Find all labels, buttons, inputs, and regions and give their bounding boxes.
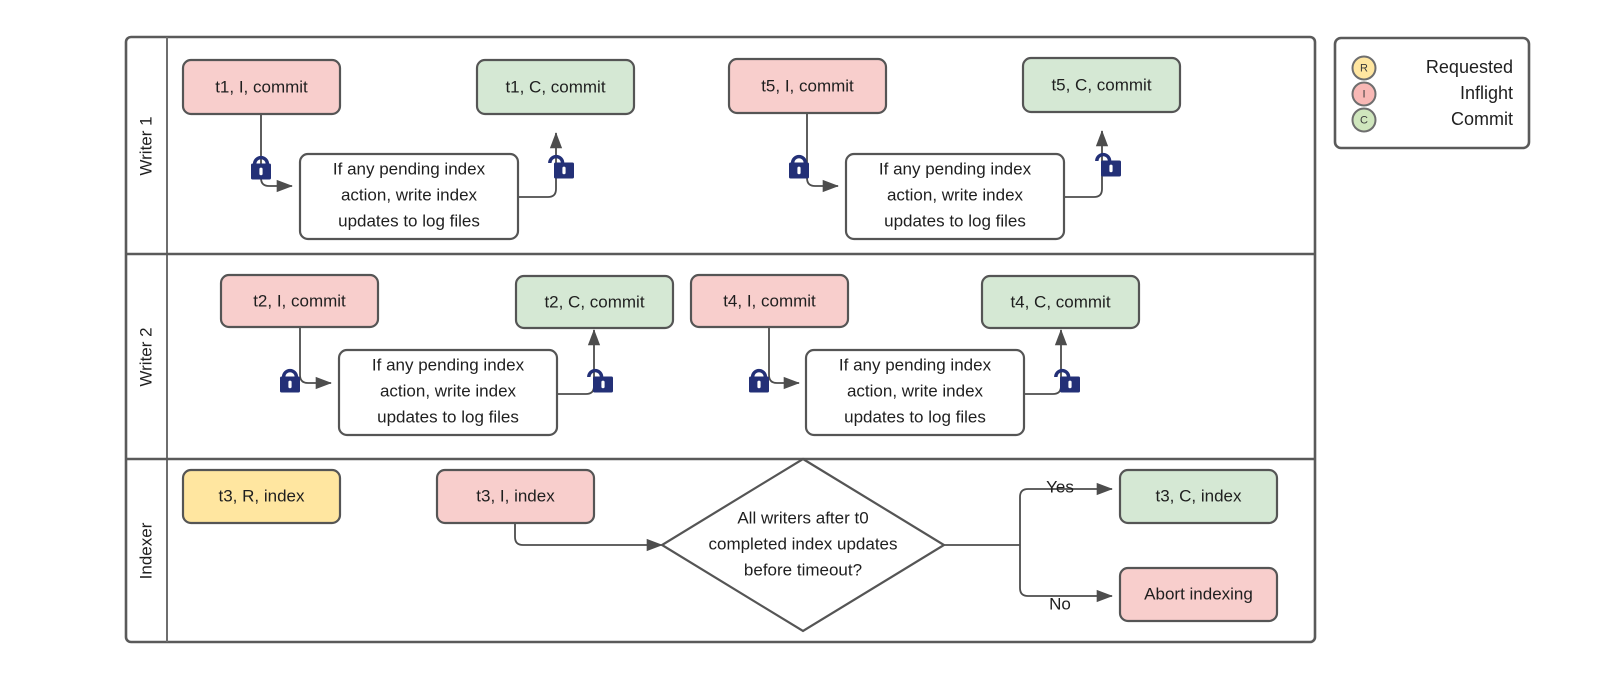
- node-label-line1: If any pending index: [372, 355, 525, 374]
- node-label-line3: updates to log files: [377, 407, 519, 426]
- node-label-line2: action, write index: [380, 381, 517, 400]
- lock-open-icon: [548, 154, 574, 179]
- indexer-edges: [514, 482, 1113, 603]
- node-w1-t1-commit[interactable]: t1, C, commit: [475, 58, 636, 116]
- lock-open-icon: [1095, 152, 1121, 177]
- node-w1-process-b[interactable]: If any pending index action, write index…: [844, 152, 1066, 241]
- node-ix-t3-inflight[interactable]: t3, I, index: [435, 468, 596, 525]
- node-ix-abort[interactable]: Abort indexing: [1118, 566, 1279, 623]
- node-w2-t4-commit[interactable]: t4, C, commit: [980, 274, 1141, 330]
- lane-label-writer-1: Writer 1: [136, 116, 155, 175]
- lock-closed-icon: [251, 155, 271, 180]
- node-label: t5, I, commit: [761, 76, 854, 95]
- legend-item-commit: C Commit: [1351, 107, 1513, 133]
- node-label-line1: All writers after t0: [737, 508, 868, 527]
- node-w1-t1-inflight[interactable]: t1, I, commit: [181, 58, 342, 116]
- node-label: t2, I, commit: [253, 291, 346, 310]
- node-label-line2: completed index updates: [708, 534, 897, 553]
- node-label-line1: If any pending index: [879, 159, 1032, 178]
- node-w2-process-a[interactable]: If any pending index action, write index…: [337, 348, 559, 437]
- node-label: t5, C, commit: [1051, 75, 1151, 94]
- lock-open-icon: [587, 368, 613, 393]
- legend-panel: R Requested I Inflight C Commit: [1333, 36, 1531, 150]
- node-label: t1, I, commit: [215, 77, 308, 96]
- lock-closed-icon: [280, 368, 300, 393]
- legend-label: Requested: [1426, 57, 1513, 77]
- legend-badge-letter: R: [1360, 62, 1368, 74]
- swimlane-frame: [124, 35, 1317, 644]
- node-label-line3: updates to log files: [884, 211, 1026, 230]
- node-label-line2: action, write index: [887, 185, 1024, 204]
- node-w1-t5-inflight[interactable]: t5, I, commit: [727, 57, 888, 115]
- node-w2-t2-inflight[interactable]: t2, I, commit: [219, 273, 380, 329]
- lock-open-icon: [1054, 368, 1080, 393]
- lock-closed-icon: [789, 154, 809, 179]
- node-label-line3: updates to log files: [338, 211, 480, 230]
- node-label-line1: If any pending index: [839, 355, 992, 374]
- edge-label-no: No: [1049, 594, 1071, 613]
- node-w1-t5-commit[interactable]: t5, C, commit: [1021, 56, 1182, 114]
- node-label-line2: action, write index: [341, 185, 478, 204]
- lane-label-text: Writer 2: [136, 327, 155, 386]
- node-ix-t3-commit[interactable]: t3, C, index: [1118, 468, 1279, 525]
- node-w2-t4-inflight[interactable]: t4, I, commit: [689, 273, 850, 329]
- node-w1-process-a[interactable]: If any pending index action, write index…: [298, 152, 520, 241]
- legend-label: Inflight: [1460, 83, 1513, 103]
- node-label-line2: action, write index: [847, 381, 984, 400]
- node-label: t3, I, index: [476, 486, 555, 505]
- node-ix-decision[interactable]: All writers after t0 completed index upd…: [659, 457, 947, 633]
- node-label-line3: updates to log files: [844, 407, 986, 426]
- lane-label-writer-2: Writer 2: [136, 327, 155, 386]
- node-label: t4, I, commit: [723, 291, 816, 310]
- lane-label-text: Indexer: [136, 522, 155, 579]
- node-label: t3, R, index: [219, 486, 305, 505]
- node-label: t3, C, index: [1156, 486, 1242, 505]
- node-label: t4, C, commit: [1010, 292, 1110, 311]
- legend-item-inflight: I Inflight: [1351, 81, 1513, 107]
- legend-label: Commit: [1451, 109, 1513, 129]
- node-w2-process-b[interactable]: If any pending index action, write index…: [804, 348, 1026, 437]
- legend-item-requested: R Requested: [1351, 55, 1513, 81]
- node-label-line3: before timeout?: [744, 560, 862, 579]
- node-label-line1: If any pending index: [333, 159, 486, 178]
- edge-label-yes: Yes: [1046, 477, 1074, 496]
- node-label: t2, C, commit: [544, 292, 644, 311]
- lane-label-indexer: Indexer: [136, 522, 155, 579]
- node-w2-t2-commit[interactable]: t2, C, commit: [514, 274, 675, 330]
- legend-badge-letter: I: [1362, 88, 1365, 100]
- node-label: t1, C, commit: [505, 77, 605, 96]
- lane-label-text: Writer 1: [136, 116, 155, 175]
- node-ix-t3-requested[interactable]: t3, R, index: [181, 468, 342, 525]
- node-label: Abort indexing: [1144, 584, 1253, 603]
- legend-badge-letter: C: [1360, 114, 1368, 126]
- lock-closed-icon: [749, 368, 769, 393]
